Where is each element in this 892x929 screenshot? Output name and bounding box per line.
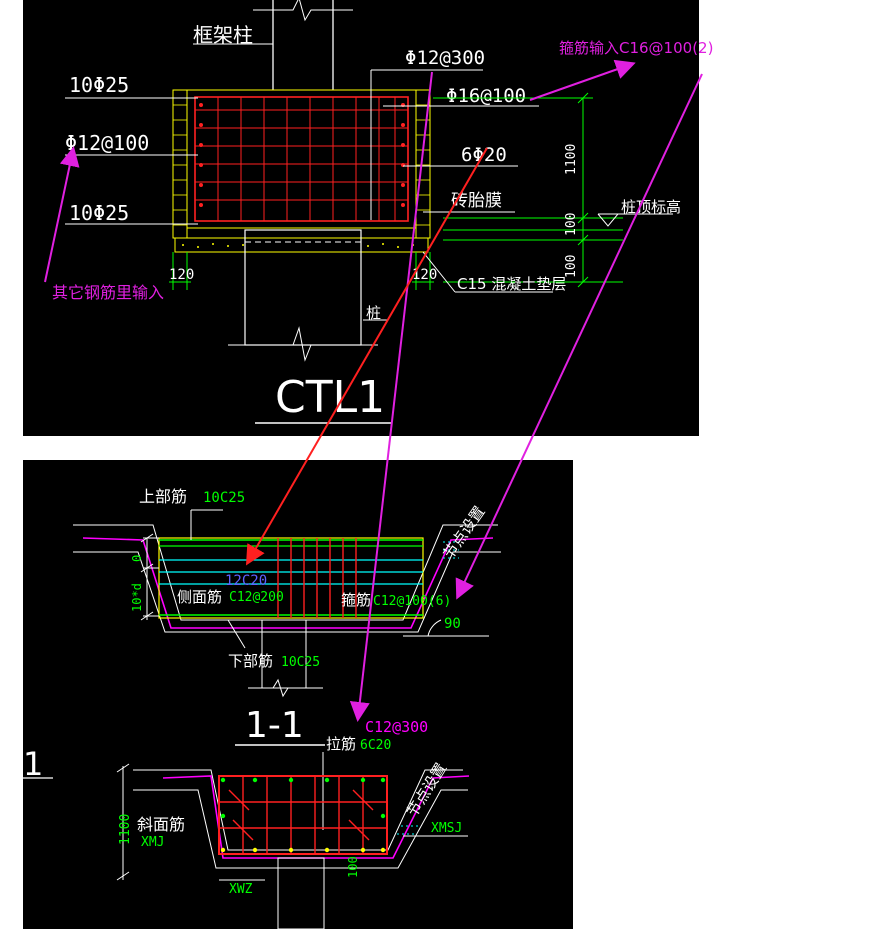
xwz-label: XWZ xyxy=(229,882,253,897)
stirrup-label: Φ16@100 xyxy=(446,85,526,107)
column-break-symbol xyxy=(253,0,353,22)
arrow-to-tie-bar xyxy=(349,71,433,722)
bottom-bar-left-label: 10Φ25 xyxy=(69,201,129,225)
elevation-symbol xyxy=(597,213,620,227)
arrow-to-side-bar xyxy=(44,146,80,283)
stirrups xyxy=(277,538,357,618)
pile-outline xyxy=(244,229,362,346)
top-bar-label: 上部筋 xyxy=(139,487,187,506)
left-section-marker: 1 xyxy=(23,745,43,783)
rebar-grid xyxy=(195,97,408,221)
dim-100-section-label: 100 xyxy=(346,856,360,878)
pit-outline-lower xyxy=(73,551,501,633)
side-bar-label: 侧面筋 xyxy=(177,588,222,606)
bottom-cad-panel: 0 10*d 上部筋 10C25 12C20 侧面筋 C12@200 箍筋 C1… xyxy=(23,460,573,929)
frame-column-label: 框架柱 xyxy=(193,23,253,47)
beam-outline xyxy=(186,89,417,229)
tie-bar-label: Φ12@300 xyxy=(405,47,485,69)
slope-bar-label: 斜面筋 xyxy=(137,815,185,834)
arrow-to-stirrup xyxy=(529,59,636,101)
arrow-to-section-stirrup xyxy=(455,73,703,600)
stirrup-section-spec: C12@100(6) xyxy=(373,594,451,609)
section-1-1-drawing: 0 10*d 上部筋 10C25 12C20 侧面筋 C12@200 箍筋 C1… xyxy=(23,487,501,929)
right-dimension-lines xyxy=(433,92,623,288)
arrow-to-side-bar-section xyxy=(246,147,488,566)
lower-stirrup-cage xyxy=(218,775,388,855)
pile-break-symbol xyxy=(228,326,378,362)
other-bars-annotation: 其它钢筋里输入 xyxy=(52,283,164,302)
xmj-label: XMJ xyxy=(141,835,164,850)
lower-pile-outline xyxy=(277,857,325,929)
cushion-layer xyxy=(174,237,429,253)
bottom-bar-value: 10C25 xyxy=(281,655,320,670)
pile-label: 桩 xyxy=(366,304,381,322)
top-bar-value: 10C25 xyxy=(203,490,245,506)
xmsj-label: XMSJ xyxy=(431,821,462,836)
dim-1100-section-label: 1100 xyxy=(118,814,133,845)
stirrup-input-annotation: 箍筋输入C16@100(2) xyxy=(559,39,713,57)
bottom-bar-label: 下部筋 xyxy=(228,652,273,670)
tie-bar-value: C12@300 xyxy=(365,718,428,736)
ctl1-title: CTL1 xyxy=(275,372,385,423)
section-1-1-title: 1-1 xyxy=(245,705,304,746)
side-bar-value: 12C20 xyxy=(225,573,267,589)
ctl1-elevation-drawing: 框架柱 xyxy=(65,0,681,424)
pile-section-outline xyxy=(261,619,307,689)
stirrup-cage xyxy=(194,96,409,222)
top-cad-panel: 框架柱 xyxy=(23,0,699,436)
side-bar-spec: C12@200 xyxy=(229,590,284,605)
dim-120-right-label: 120 xyxy=(412,267,437,283)
brick-formwork-label: 砖胎膜 xyxy=(451,191,502,211)
dim-10d-label: 10*d xyxy=(130,583,144,612)
stirrup-section-label: 箍筋 xyxy=(341,591,371,609)
pile-top-elevation-label: 桩顶标高 xyxy=(621,198,681,216)
top-bar-left-label: 10Φ25 xyxy=(69,73,129,97)
dim-120-left-label: 120 xyxy=(169,267,194,283)
dim-100-a-label: 100 xyxy=(564,213,579,236)
angle-90-label: 90 xyxy=(444,616,461,632)
tie-bar-section-spec: 6C20 xyxy=(360,738,391,753)
cushion-layer-label: C15 混凝土垫层 xyxy=(457,275,566,293)
dim-100-b-label: 100 xyxy=(564,255,579,278)
dim-1100-label: 1100 xyxy=(564,144,579,175)
dim-0-label: 0 xyxy=(130,555,144,562)
tie-bar-section-label: 拉筋 xyxy=(326,735,356,753)
slope-bar-upper xyxy=(82,537,494,629)
